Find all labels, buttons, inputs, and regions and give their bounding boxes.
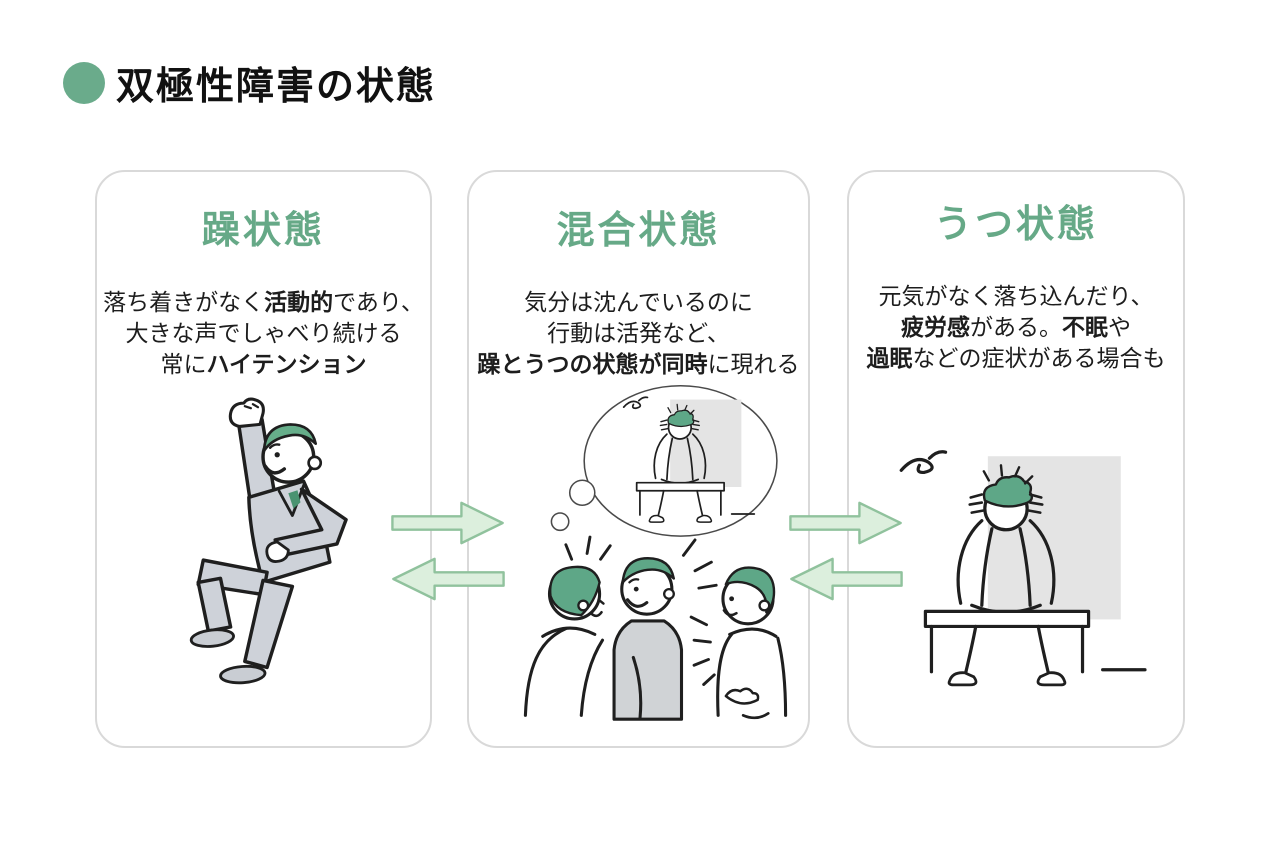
card-title-depressive: うつ状態: [933, 204, 1098, 246]
manic-person-illustration: [189, 397, 348, 685]
card-manic-state: 躁状態 落ち着きがなく活動的であり、 大きな声でしゃべり続ける 常にハイテンショ…: [95, 170, 432, 748]
text-segment: 落ち着きがなく: [103, 289, 265, 315]
text-segment: に現れる: [707, 351, 800, 377]
text-segment-bold: 躁とうつの状態が同時: [477, 351, 708, 377]
text-segment: 行動は活発など、: [547, 320, 730, 346]
card-title-manic: 躁状態: [201, 210, 325, 252]
text-segment: であり、: [333, 289, 424, 315]
page-header: 双極性障害の状態: [63, 55, 436, 110]
card-title-mixed: 混合状態: [556, 210, 721, 252]
card-depressive-state: うつ状態 元気がなく落ち込んだり、 疲労感がある。不眠や 過眠などの症状がある場…: [847, 170, 1185, 748]
body-line: 躁とうつの状態が同時に現れる: [469, 349, 808, 380]
text-segment: 大きな声でしゃべり続ける: [125, 320, 402, 346]
body-line: 落ち着きがなく活動的であり、: [97, 287, 430, 318]
body-line: 疲労感がある。不眠や: [849, 312, 1183, 343]
body-line: 行動は活発など、: [469, 318, 808, 349]
text-segment: などの症状がある場合も: [912, 345, 1166, 371]
body-line: 大きな声でしゃべり続ける: [97, 318, 430, 349]
text-segment: 気分は沈んでいるのに: [524, 289, 753, 315]
text-segment: 常に: [160, 351, 207, 377]
card-body-manic: 落ち着きがなく活動的であり、 大きな声でしゃべり続ける 常にハイテンション: [97, 287, 430, 380]
page-title: 双極性障害の状態: [116, 66, 437, 108]
title-bullet-icon: [63, 61, 105, 104]
left-arrow-icon: [790, 557, 903, 601]
text-segment: 元気がなく落ち込んだり、: [878, 283, 1154, 309]
text-segment-bold: 過眠: [866, 345, 913, 371]
card-body-mixed: 気分は沈んでいるのに 行動は活発など、 躁とうつの状態が同時に現れる: [469, 287, 808, 380]
right-arrow-icon: [391, 501, 504, 545]
text-segment: や: [1108, 314, 1131, 340]
body-line: 気分は沈んでいるのに: [469, 287, 808, 318]
mixed-state-illustration: [523, 385, 788, 721]
card-mixed-state: 混合状態 気分は沈んでいるのに 行動は活発など、 躁とうつの状態が同時に現れる: [467, 170, 810, 748]
card-body-depressive: 元気がなく落ち込んだり、 疲労感がある。不眠や 過眠などの症状がある場合も: [849, 281, 1183, 374]
text-segment-bold: ハイテンション: [206, 351, 367, 377]
text-segment-bold: 活動的: [264, 289, 334, 315]
text-segment-bold: 疲労感: [901, 314, 970, 340]
right-arrow-icon: [789, 501, 902, 545]
text-segment-bold: 不眠: [1062, 314, 1108, 340]
body-line: 過眠などの症状がある場合も: [849, 343, 1183, 374]
body-line: 常にハイテンション: [97, 349, 430, 380]
left-arrow-icon: [392, 557, 505, 601]
body-line: 元気がなく落ち込んだり、: [849, 281, 1183, 312]
text-segment: がある。: [970, 314, 1062, 340]
depressed-person-illustration: [899, 450, 1147, 687]
